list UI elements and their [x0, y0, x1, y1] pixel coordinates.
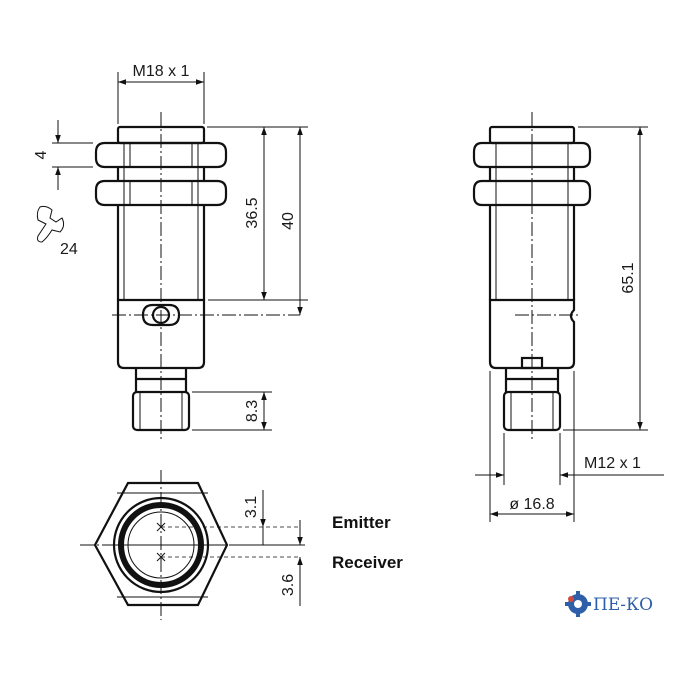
emitter-mark — [156, 522, 166, 532]
receiver-mark — [156, 552, 166, 562]
bottom-view: 3.1 3.6 Emitter Receiver — [80, 470, 403, 620]
emitter-offset-label: 3.1 — [243, 496, 260, 518]
nut-thickness-label: 4 — [33, 150, 50, 159]
front-nut-upper — [94, 141, 228, 169]
side-view: 65.1 M12 x 1 ø 16.8 — [472, 112, 664, 522]
connector-thread-label: M12 x 1 — [584, 455, 641, 472]
side-threaded-body — [488, 167, 576, 300]
overall-length-label: 65.1 — [620, 262, 637, 293]
front-nut-lower — [94, 179, 228, 207]
hex-nut-outline — [93, 481, 229, 607]
wrench-icon — [36, 205, 65, 243]
side-lower-housing — [488, 298, 576, 370]
receiver-offset-label: 3.6 — [280, 574, 297, 596]
front-lower-housing — [116, 298, 206, 370]
logo: ПЕ-КО — [565, 591, 653, 617]
gear-logo-icon — [565, 591, 591, 617]
front-thread-label: M18 x 1 — [133, 63, 190, 80]
connector-length-label: 8.3 — [244, 400, 261, 422]
front-view: M18 x 1 4 24 36.5 40 8.3 — [33, 63, 308, 440]
emitter-label: Emitter — [332, 513, 391, 532]
receiver-label: Receiver — [332, 553, 403, 572]
logo-text: ПЕ-КО — [593, 595, 653, 615]
diameter-label: ø 16.8 — [509, 496, 554, 513]
wrench-size-label: 24 — [60, 241, 78, 258]
dim-to-window-label: 36.5 — [244, 197, 261, 228]
front-threaded-body — [116, 167, 206, 300]
dim-overall-label: 40 — [280, 212, 297, 230]
